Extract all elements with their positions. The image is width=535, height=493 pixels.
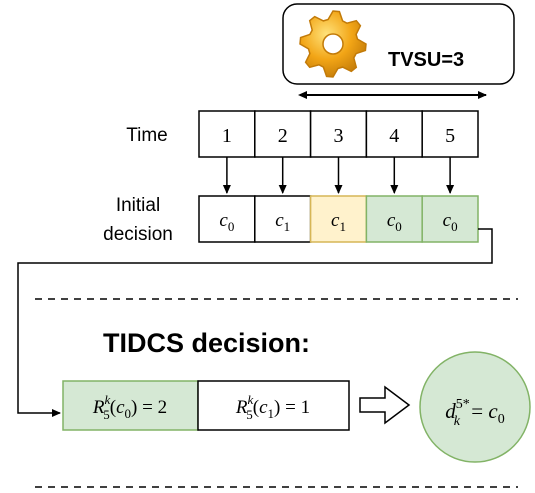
- initial-decision-row: c0 c1 c1 c0 c0: [198, 195, 479, 243]
- decision-cell: [421, 195, 479, 243]
- result-formula: d5*k = c0: [445, 397, 504, 429]
- time-row: 1 2 3 4 5: [198, 110, 479, 158]
- implies-arrow: [359, 385, 411, 425]
- time-cell-label: 5: [445, 125, 455, 147]
- decision-cell: [198, 195, 256, 243]
- initial-decision-label-line1: Initial: [116, 195, 160, 216]
- time-cell: [309, 110, 368, 158]
- time-cell-label: 1: [222, 125, 232, 147]
- tvsu-label: TVSU=3: [388, 49, 464, 71]
- time-cell-label: 4: [389, 125, 399, 147]
- decision-cell-label: c0: [219, 210, 234, 234]
- gear-hub: [322, 33, 344, 55]
- decision-cell: [365, 195, 423, 243]
- rank-box-c1: [197, 380, 350, 431]
- decision-connector-arrow: [17, 228, 493, 417]
- decision-cell-label: c0: [387, 210, 402, 234]
- decision-cell-label: c0: [443, 210, 458, 234]
- time-cell-label: 2: [278, 125, 288, 147]
- time-to-decision-arrows: [222, 157, 455, 194]
- time-cell-label: 3: [334, 125, 344, 147]
- initial-decision-label-line2: decision: [103, 224, 173, 245]
- decision-cell-label: c1: [275, 210, 290, 234]
- result-text: d5*k = c0: [445, 397, 504, 429]
- time-label: Time: [126, 125, 168, 146]
- tidcs-title: TIDCS decision:: [103, 328, 310, 358]
- decision-cell-label: c1: [331, 210, 346, 234]
- decision-cell: [254, 195, 312, 243]
- time-cell: [254, 110, 312, 158]
- gear-icon: [299, 10, 367, 78]
- result-circle: [419, 351, 531, 463]
- rank-box-c0: [62, 380, 199, 431]
- time-cell: [421, 110, 479, 158]
